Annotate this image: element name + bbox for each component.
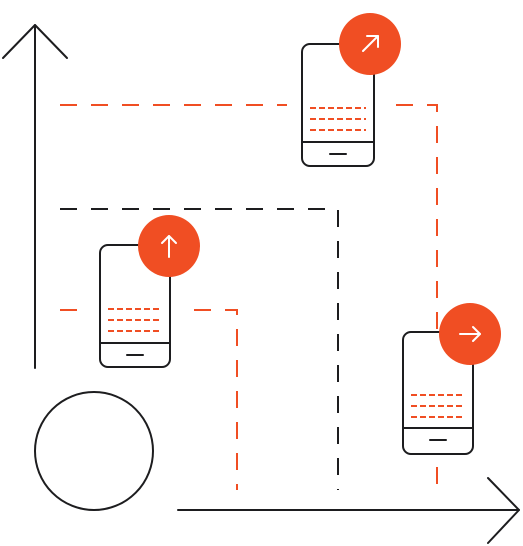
outline-circle [34, 391, 154, 511]
phone-right-badge [439, 303, 501, 365]
phone-top [301, 13, 401, 167]
arrow-up-right-icon [362, 35, 379, 52]
horizontal-axis-arrow [177, 477, 520, 544]
dashed-guide-lines [60, 104, 438, 490]
phone-left-badge [138, 215, 200, 277]
arrow-right-icon [459, 326, 481, 342]
vertical-axis-arrow [2, 24, 68, 369]
black-guide [60, 208, 339, 490]
left-orange-guide-right [194, 309, 238, 490]
phone-right [402, 303, 501, 455]
phone-top-badge [339, 13, 401, 75]
top-orange-guide-right [396, 104, 438, 490]
phone-left [99, 215, 200, 368]
arrow-up-icon [161, 235, 177, 258]
